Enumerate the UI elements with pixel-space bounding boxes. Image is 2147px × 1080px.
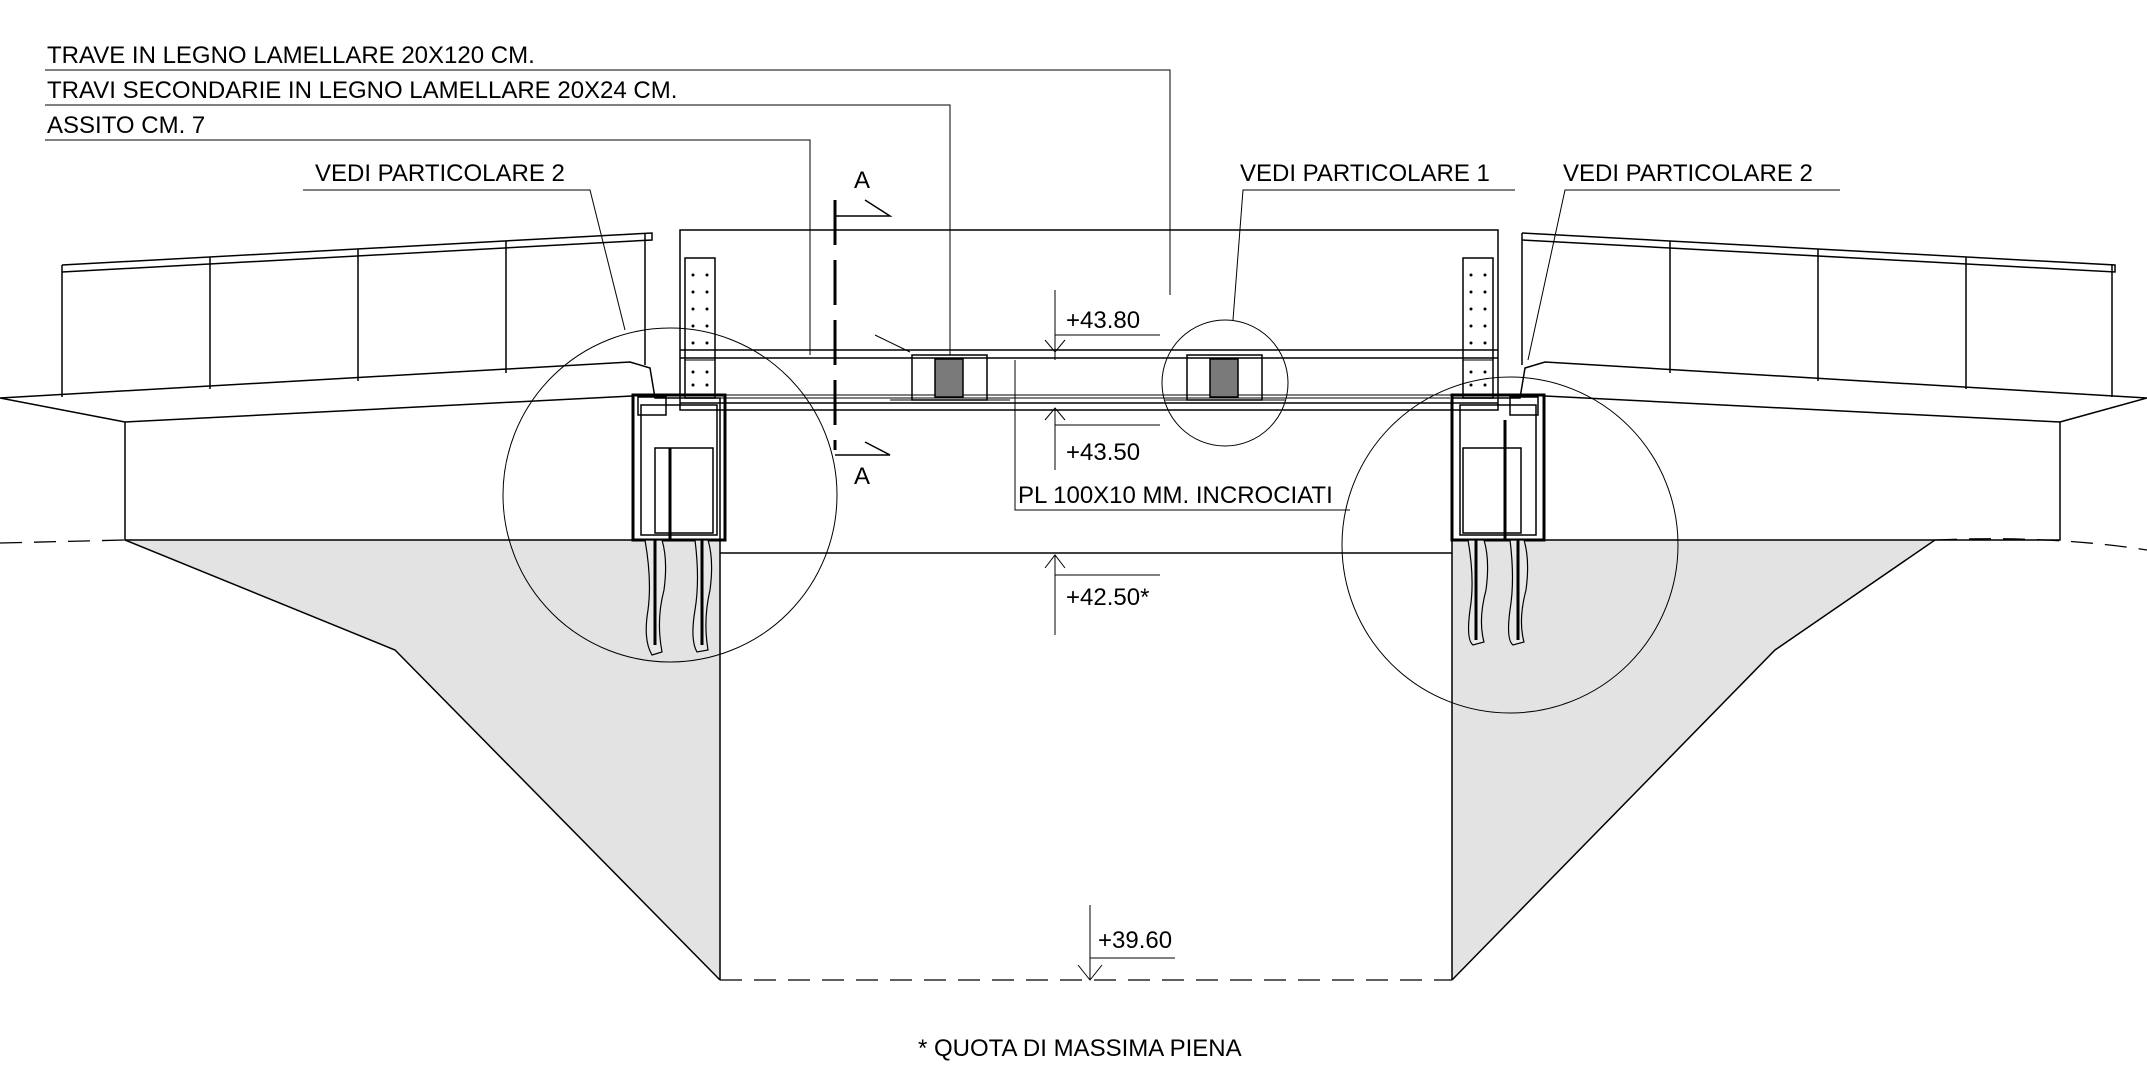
railing-right xyxy=(1521,232,2116,397)
elevation-deck-top: +43.80 xyxy=(1066,307,1140,334)
elevation-flood-level: +42.50* xyxy=(1066,584,1149,611)
bearing-right xyxy=(1450,393,1546,542)
detail-circle-center xyxy=(1161,319,1289,447)
label-deck: ASSITO CM. 7 xyxy=(47,112,205,139)
railing-left xyxy=(61,232,653,397)
label-detail-2-left: VEDI PARTICOLARE 2 xyxy=(315,160,565,187)
abutment-left xyxy=(0,361,721,541)
end-plate-left xyxy=(684,257,716,399)
bearing-left xyxy=(631,393,727,542)
label-main-beam: TRAVE IN LEGNO LAMELLARE 20X120 CM. xyxy=(47,42,535,69)
section-cut-line xyxy=(833,199,893,456)
label-secondary-beams: TRAVI SECONDARIE IN LEGNO LAMELLARE 20X2… xyxy=(47,77,677,104)
label-detail-1: VEDI PARTICOLARE 1 xyxy=(1240,160,1490,187)
leader-lines xyxy=(45,69,1840,511)
label-plate: PL 100X10 MM. INCROCIATI xyxy=(1018,482,1333,509)
elevation-beam-bottom: +43.50 xyxy=(1066,439,1140,466)
label-detail-2-right: VEDI PARTICOLARE 2 xyxy=(1563,160,1813,187)
detail-circle-left xyxy=(502,327,838,663)
micropiles-left xyxy=(644,539,713,656)
elevation-markers xyxy=(1044,290,1175,981)
ground-fill xyxy=(0,538,2147,981)
secondary-beam-1 xyxy=(890,354,1010,401)
secondary-beam-2 xyxy=(1165,354,1285,401)
end-plate-right xyxy=(1462,257,1494,399)
micropiles-right xyxy=(1467,539,1529,646)
section-mark-top: A xyxy=(854,167,870,194)
detail-circle-right xyxy=(1341,376,1679,714)
elevation-riverbed: +39.60 xyxy=(1098,927,1172,954)
section-mark-bottom: A xyxy=(854,463,870,490)
main-beam xyxy=(679,229,1499,411)
abutment-right xyxy=(1451,361,2147,541)
footnote: * QUOTA DI MASSIMA PIENA xyxy=(918,1035,1242,1062)
